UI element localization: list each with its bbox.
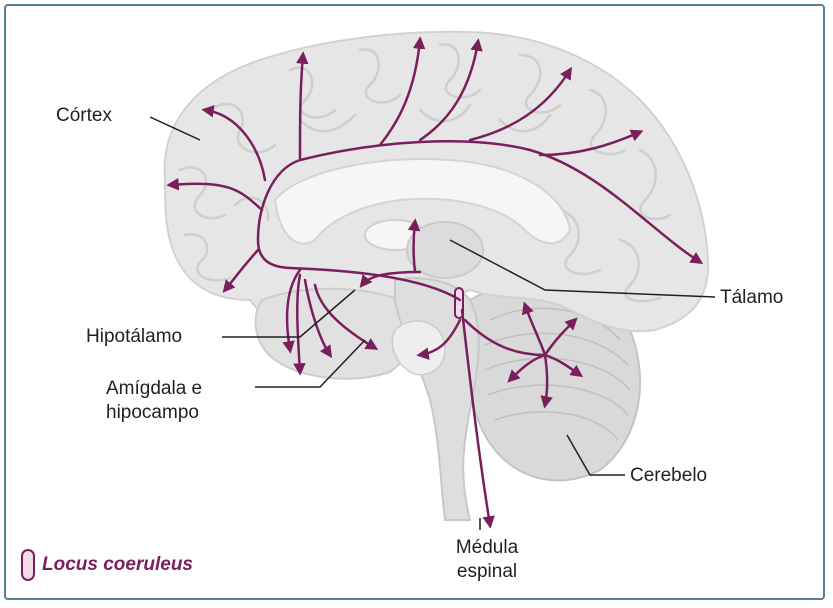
label-thalamus: Tálamo xyxy=(720,286,783,310)
label-spinal-cord: Médula espinal xyxy=(447,536,527,584)
label-hypothalamus: Hipotálamo xyxy=(86,325,182,349)
brainstem-shape xyxy=(395,278,479,520)
thalamus-shape xyxy=(407,222,483,278)
label-cortex: Córtex xyxy=(56,104,112,128)
temporal-lobe-shape xyxy=(256,289,413,379)
label-amygdala-hippocampus: Amígdala e hipocampo xyxy=(106,377,246,425)
legend-locus-coeruleus: Locus coeruleus xyxy=(42,554,193,576)
label-cerebellum: Cerebelo xyxy=(630,464,707,488)
pathway-septum xyxy=(414,222,416,272)
legend-swatch xyxy=(20,548,36,582)
